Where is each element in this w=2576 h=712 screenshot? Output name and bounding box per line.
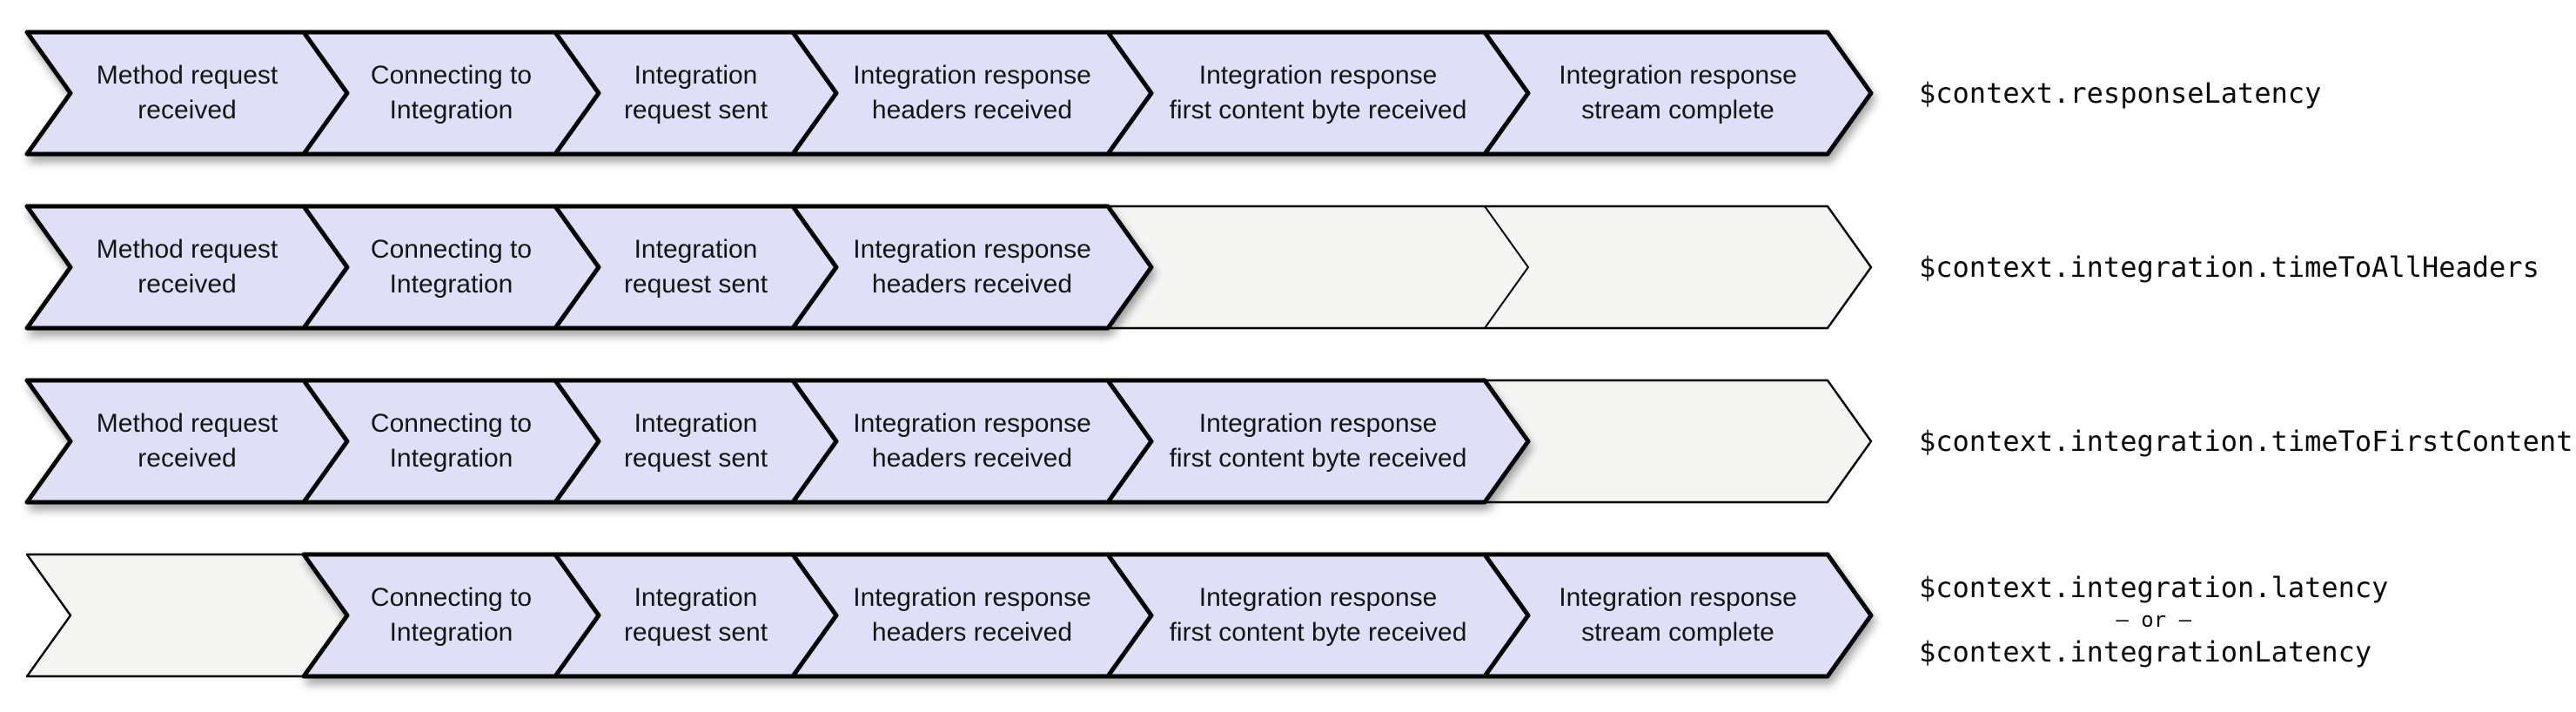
stage-chevron [790,204,1154,331]
metric-text: $context.integration.timeToAllHeaders [1919,251,2539,284]
stage-label: Connecting to Integration [370,583,533,647]
metric-label-integration-latency: $context.integration.latency – or – $con… [1919,559,2388,681]
stage-label: Method request received [96,235,278,299]
metric-text: $context.integrationLatency [1919,635,2372,668]
stage-chevron [1482,30,1874,157]
metric-text: $context.integration.timeToFirstContent [1919,425,2573,458]
stage-label: Integration response first content byte … [1169,409,1467,473]
row-3-stages [24,378,1531,505]
metric-label-response-latency: $context.responseLatency [1919,32,2321,154]
stage-label: Integration request sent [623,61,768,124]
stage-label: Connecting to Integration [370,61,533,124]
stage-label: Integration response first content byte … [1169,583,1467,647]
metric-text: $context.integration.latency [1919,571,2389,604]
stage-chevron [1105,378,1531,505]
stage-chevron [1482,552,1874,679]
stage-label: Method request received [96,61,278,124]
metric-or-separator: – or – [2116,608,2192,632]
stage-label: Integration request sent [623,235,768,299]
stage-label: Integration response stream complete [1559,61,1797,124]
row-4-stages [301,552,1874,679]
stage-label: Integration request sent [623,583,768,647]
row-2-stages [24,204,1154,331]
stage-label: Integration request sent [623,409,768,473]
stage-label: Integration response stream complete [1559,583,1797,647]
stage-label: Integration response first content byte … [1169,61,1467,124]
stage-label: Integration response headers received [853,409,1091,473]
stage-label: Integration response headers received [853,235,1091,299]
metric-text: $context.responseLatency [1919,77,2322,110]
stage-label: Connecting to Integration [370,235,533,299]
stage-label: Integration response headers received [853,583,1091,647]
stage-divider-line [1484,205,1529,329]
metric-label-time-to-all-headers: $context.integration.timeToAllHeaders [1919,206,2539,328]
stage-label: Method request received [96,409,278,473]
row-1-stages [24,30,1874,157]
stage-label: Connecting to Integration [370,409,533,473]
stage-label: Integration response headers received [853,61,1091,124]
metric-label-time-to-first-content: $context.integration.timeToFirstContent [1919,380,2573,502]
